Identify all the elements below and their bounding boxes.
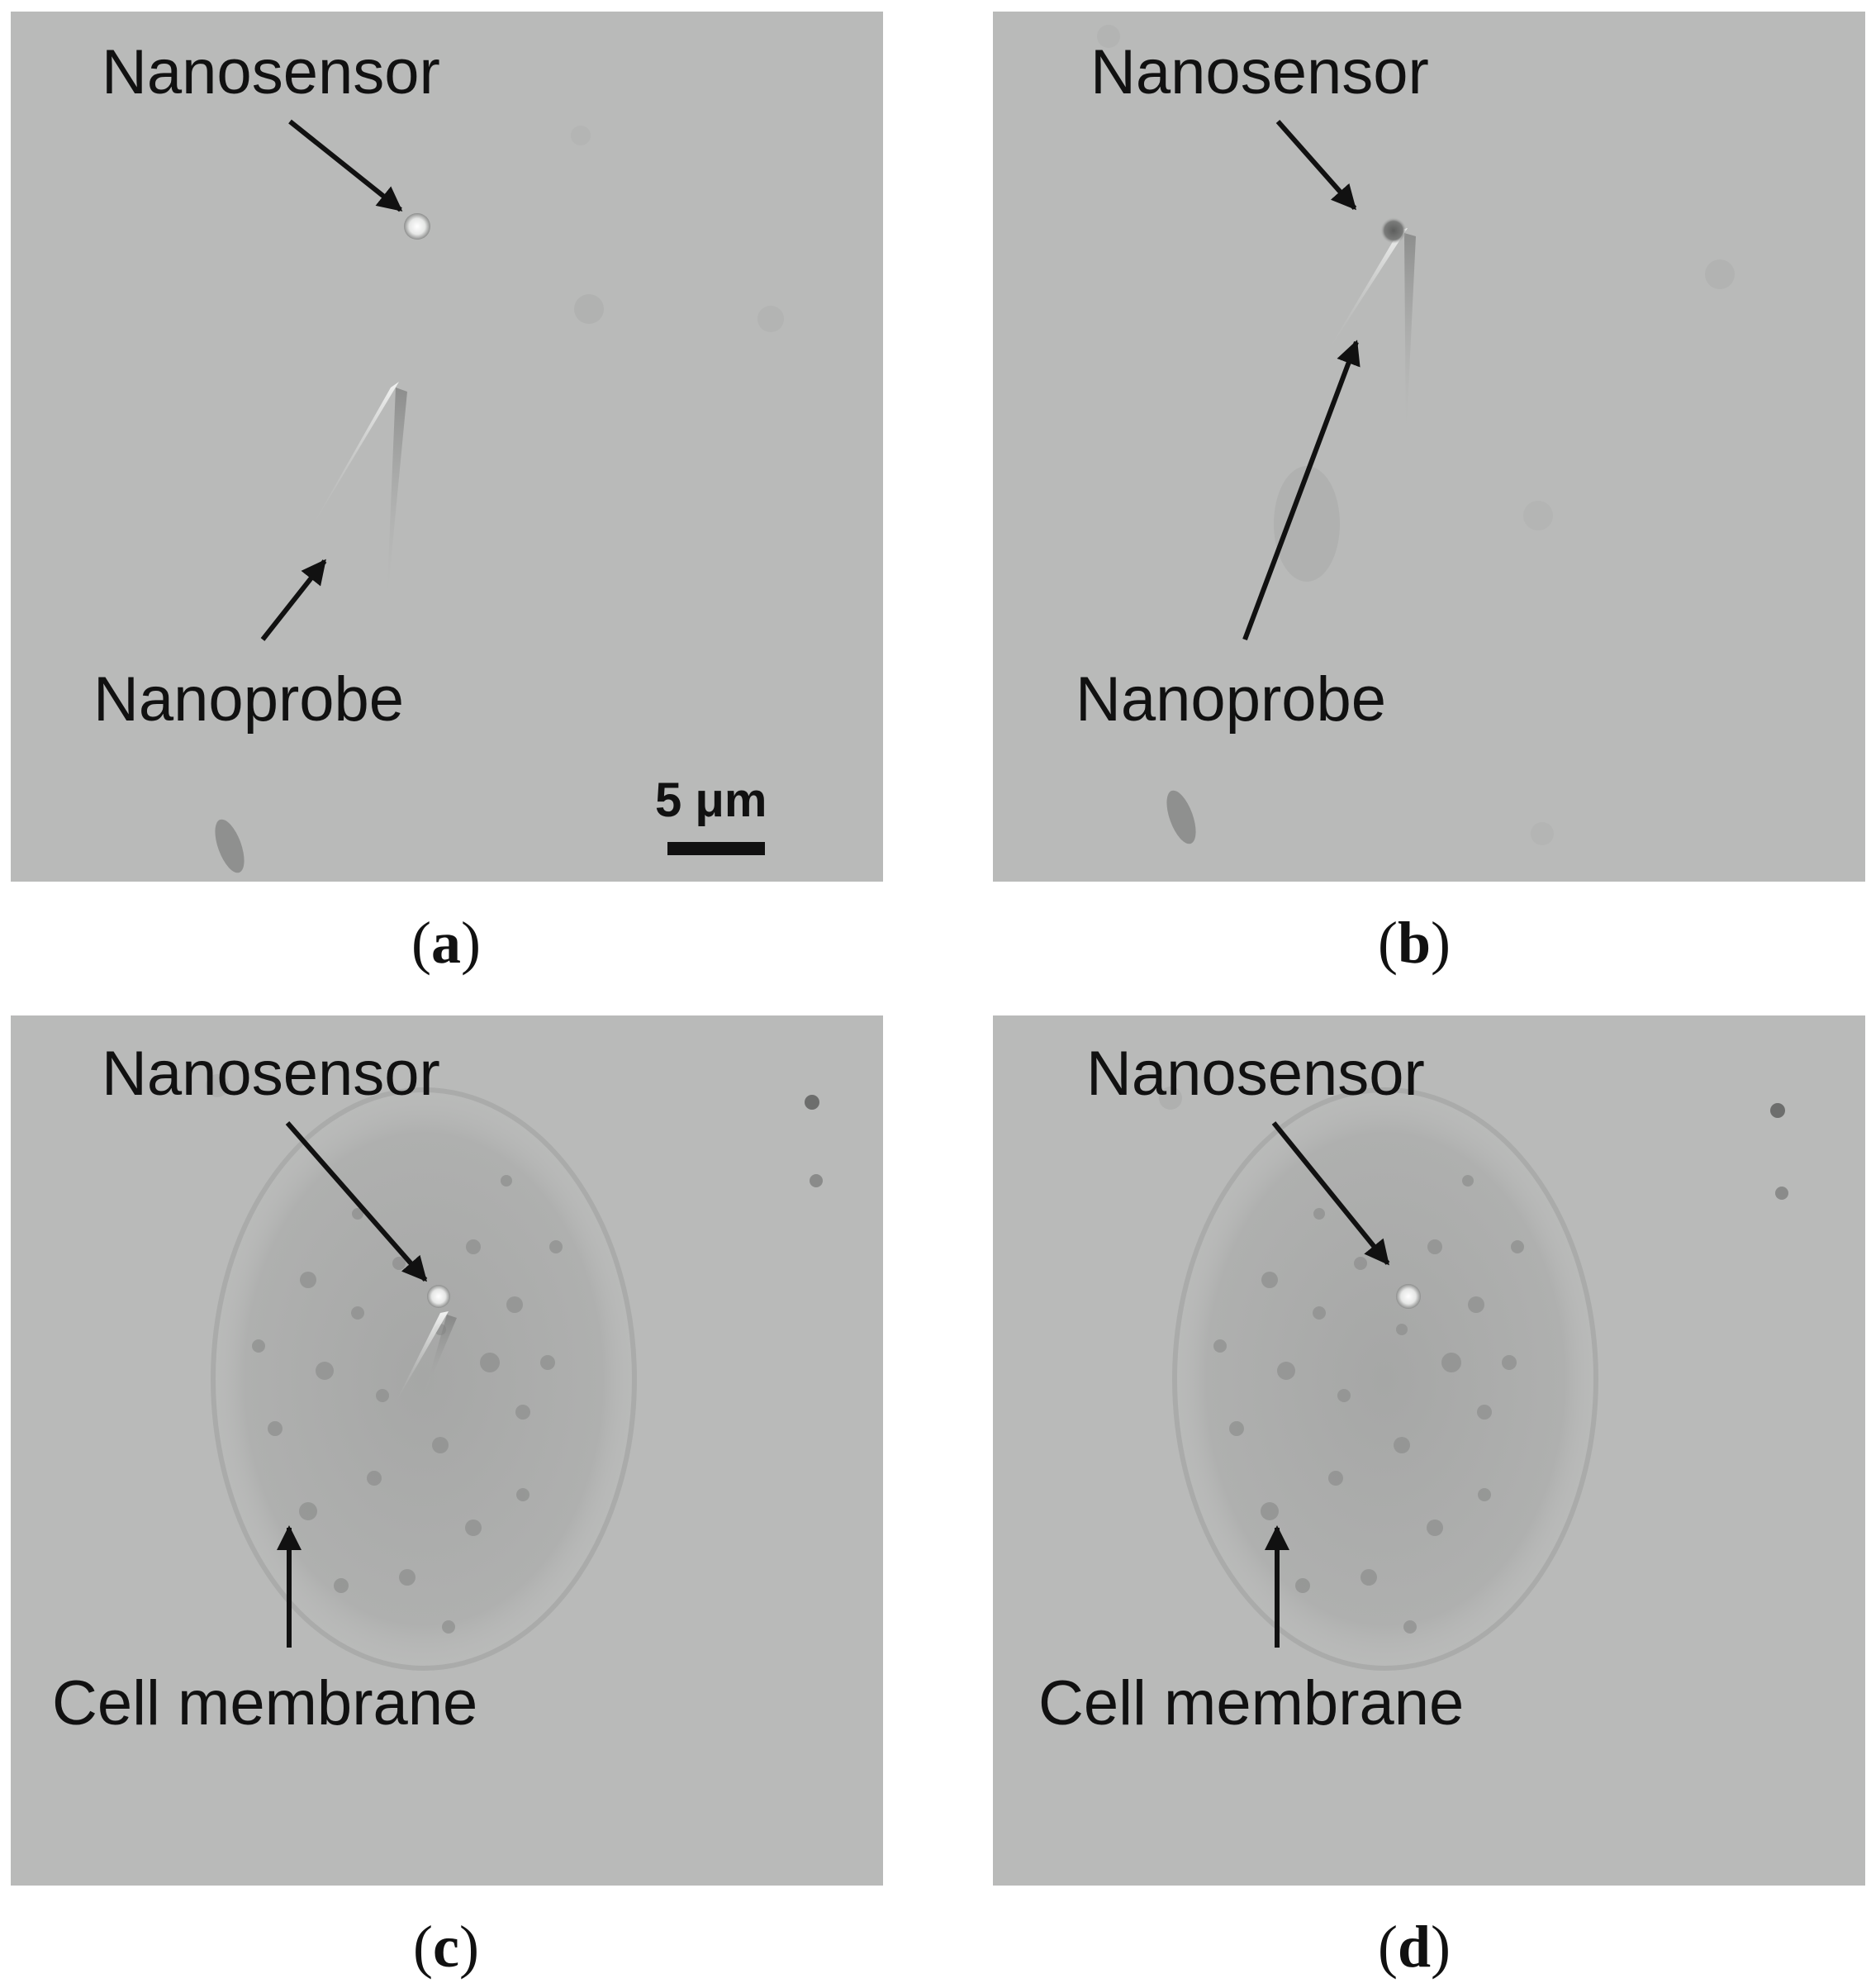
cell-membrane-label: Cell membrane bbox=[52, 1668, 478, 1738]
micrograph-d-image bbox=[993, 1015, 1865, 1886]
nanoprobe-label: Nanoprobe bbox=[93, 664, 405, 735]
micrograph-panel-c: Nanosensor Cell membrane bbox=[11, 1015, 883, 1886]
nanosensor-label: Nanosensor bbox=[102, 1039, 440, 1109]
panel-d-caption: (d) bbox=[1377, 1914, 1451, 1980]
micrograph-b-image bbox=[993, 12, 1865, 882]
panel-c-caption: (c) bbox=[413, 1914, 479, 1980]
scale-bar-label: 5 μm bbox=[655, 773, 767, 827]
scale-bar bbox=[667, 842, 765, 855]
nanosensor-label: Nanosensor bbox=[102, 37, 440, 107]
nanosensor-bead bbox=[1380, 217, 1407, 244]
micrograph-panel-d: Nanosensor Cell membrane bbox=[993, 1015, 1865, 1886]
panel-b-caption: (b) bbox=[1377, 910, 1451, 976]
micrograph-panel-a: Nanosensor Nanoprobe 5 μm bbox=[11, 12, 883, 882]
micrograph-a-image bbox=[11, 12, 883, 882]
nanosensor-label: Nanosensor bbox=[1090, 37, 1429, 107]
nanosensor-label: Nanosensor bbox=[1086, 1039, 1425, 1109]
panel-a-caption: (a) bbox=[411, 910, 481, 976]
nanosensor-bead bbox=[1396, 1284, 1421, 1309]
nanoprobe-label: Nanoprobe bbox=[1076, 664, 1387, 735]
nanosensor-bead bbox=[427, 1285, 450, 1308]
cell-membrane-label: Cell membrane bbox=[1038, 1668, 1465, 1738]
micrograph-c-image bbox=[11, 1015, 883, 1886]
nanosensor-bead bbox=[404, 213, 430, 240]
micrograph-panel-b: Nanosensor Nanoprobe bbox=[993, 12, 1865, 882]
